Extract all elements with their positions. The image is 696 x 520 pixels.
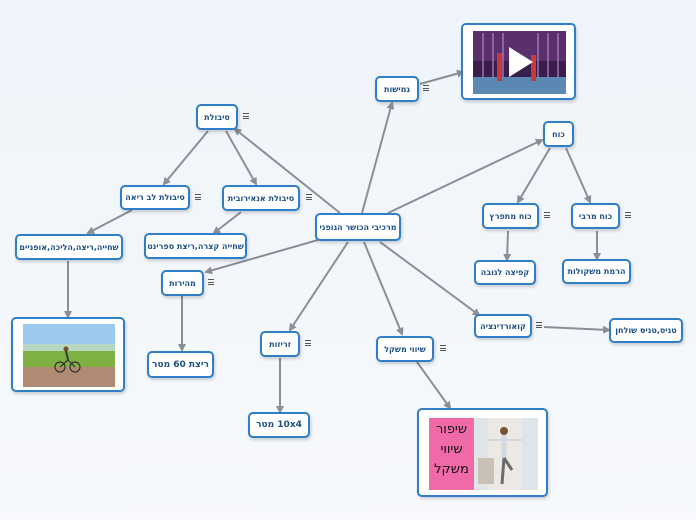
node-max-strength-label: כוח מרבי <box>578 211 613 221</box>
node-run-60[interactable]: ריצת 60 מטר <box>147 351 214 378</box>
node-coordination-label: קואורדינציה <box>480 321 526 331</box>
node-sprint-activities[interactable]: שחייה קצרה,ריצת ספרינט <box>144 233 247 259</box>
edge-center-flexibility <box>361 101 395 214</box>
menu-icon[interactable] <box>195 194 201 200</box>
node-max-strength[interactable]: כוח מרבי <box>571 203 620 229</box>
edge-center-strength <box>387 138 544 214</box>
node-strength[interactable]: כוח <box>543 121 574 147</box>
center-node-label: מרכיבי הכושר הגופני <box>319 222 397 232</box>
edge-explosive-jump <box>503 230 512 262</box>
edge-flexibility-video <box>419 69 465 85</box>
edge-center-coordination <box>379 241 481 317</box>
node-endurance-label: סיבולת <box>204 112 230 122</box>
menu-icon[interactable] <box>544 212 550 218</box>
menu-icon[interactable] <box>536 322 542 328</box>
center-node[interactable]: מרכיבי הכושר הגופני <box>315 213 401 241</box>
node-anaerobic-endurance[interactable]: סיבולת אנאירובית <box>222 185 300 211</box>
node-anaerobic-endurance-label: סיבולת אנאירובית <box>227 193 295 203</box>
cyclist-image[interactable] <box>11 317 125 392</box>
node-weight-lifting[interactable]: הרמת משקולות <box>562 259 631 284</box>
edge-coordination-juggling <box>543 325 611 334</box>
balance-image-text-line: שיווי <box>440 442 463 457</box>
balance-image-text-line: משקל <box>434 462 469 477</box>
node-endurance[interactable]: סיבולת <box>196 104 238 130</box>
edge-strength-explosive <box>516 147 551 204</box>
edge-aerobic-activities <box>86 209 133 234</box>
edge-center-balance <box>363 241 404 336</box>
menu-icon[interactable] <box>208 279 214 285</box>
node-run-10x4[interactable]: 10x4 מטר <box>248 412 310 438</box>
node-tennis[interactable]: טניס,טניס שולחן <box>609 318 683 343</box>
node-high-jump[interactable]: קפיצה לגובה <box>474 260 536 285</box>
menu-icon[interactable] <box>440 345 446 351</box>
edge-center-endurance <box>233 127 341 214</box>
cyclist-photo <box>13 319 123 390</box>
edge-anaerobic-sprint <box>212 211 242 235</box>
node-agility[interactable]: זריזות <box>260 331 300 357</box>
edge-endurance-anaerobic <box>225 130 257 186</box>
node-balance-label: שיווי משקל <box>384 344 426 354</box>
node-endurance-activities[interactable]: שחייה,ריצה,הליכה,אופניים <box>15 234 123 260</box>
balance-image-text-panel: שיפור שיווי משקל <box>429 418 474 490</box>
node-flexibility-label: גמישות <box>384 84 410 94</box>
menu-icon[interactable] <box>305 340 311 346</box>
node-coordination[interactable]: קואורדינציה <box>474 314 532 338</box>
edge-endurance-aerobic <box>162 130 209 186</box>
node-agility-label: זריזות <box>269 339 291 349</box>
balance-photo <box>474 418 538 490</box>
play-icon <box>509 47 533 77</box>
edge-balance-image <box>416 361 452 410</box>
node-strength-label: כוח <box>552 129 565 139</box>
node-aerobic-endurance-label: סיבולת לב ריאה <box>125 193 185 202</box>
video-thumbnail[interactable] <box>461 23 576 100</box>
menu-icon[interactable] <box>243 113 249 119</box>
node-weight-lifting-label: הרמת משקולות <box>567 267 626 276</box>
node-balance[interactable]: שיווי משקל <box>376 336 434 362</box>
node-sprint-activities-label: שחייה קצרה,ריצת ספרינט <box>147 241 244 251</box>
node-run-10x4-label: 10x4 מטר <box>256 420 302 430</box>
menu-icon[interactable] <box>306 194 312 200</box>
node-endurance-activities-label: שחייה,ריצה,הליכה,אופניים <box>19 242 119 252</box>
node-explosive-strength-label: כוח מתפרץ <box>489 211 532 221</box>
node-speed[interactable]: מהירות <box>161 270 204 296</box>
menu-icon[interactable] <box>625 212 631 218</box>
menu-icon[interactable] <box>423 85 429 91</box>
edge-center-speed <box>204 239 319 275</box>
edge-center-agility <box>288 241 349 332</box>
node-high-jump-label: קפיצה לגובה <box>480 268 530 277</box>
node-aerobic-endurance[interactable]: סיבולת לב ריאה <box>120 185 190 210</box>
video-preview-image <box>463 25 574 98</box>
node-speed-label: מהירות <box>169 278 196 288</box>
balance-image[interactable]: שיפור שיווי משקל <box>417 408 548 497</box>
balance-image-text-line: שיפור <box>435 422 468 437</box>
node-tennis-label: טניס,טניס שולחן <box>615 326 677 335</box>
edge-strength-max <box>565 147 592 204</box>
node-run-60-label: ריצת 60 מטר <box>152 359 209 370</box>
node-explosive-strength[interactable]: כוח מתפרץ <box>482 203 539 229</box>
node-flexibility[interactable]: גמישות <box>375 76 419 102</box>
